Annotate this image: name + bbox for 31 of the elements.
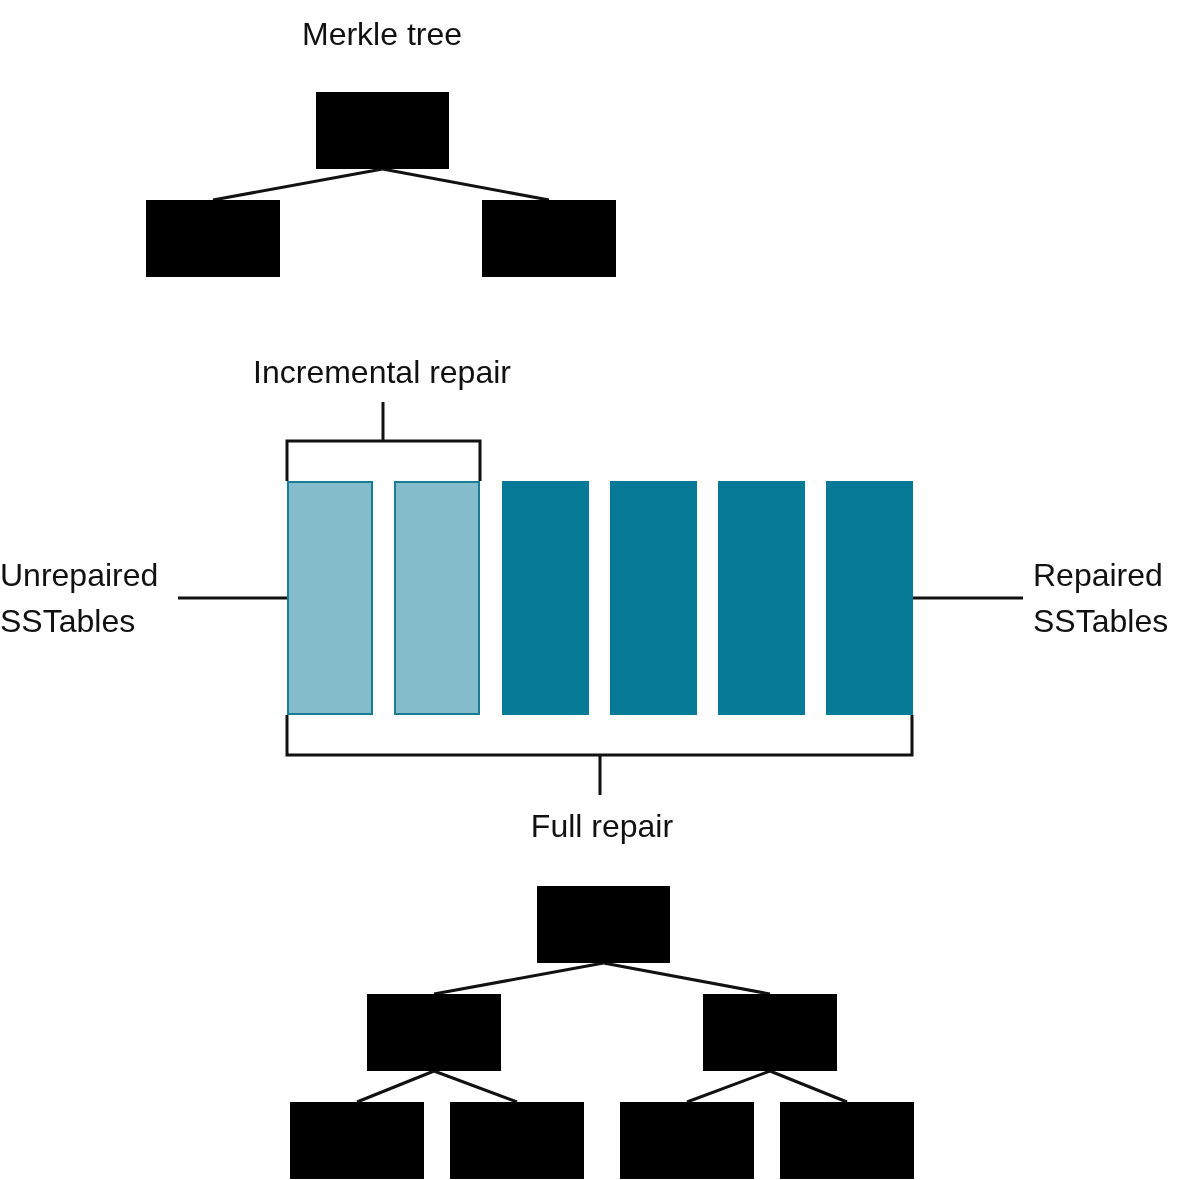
sstable-bar [394,481,480,715]
tree-edge [686,1069,771,1104]
tree-node [537,886,670,963]
leader-line [178,596,287,600]
tree-node [367,994,501,1071]
tree-edge [603,961,771,996]
bracket-label: Full repair [530,807,674,846]
tree-node [316,92,449,169]
tree-node [482,200,616,277]
sstable-bar [718,481,805,715]
tree-node [290,1102,424,1179]
sstable-bar [287,481,373,715]
leader-line [913,596,1023,600]
sstable-bar [610,481,697,715]
tree-edge [212,167,383,202]
sstable-bar [826,481,913,715]
sstable-label: Unrepaired SSTables [0,552,172,644]
tree-node [146,200,280,277]
tree-edge [769,1069,848,1104]
tree-node [703,994,837,1071]
tree-node [780,1102,914,1179]
sstable-bar [502,481,589,715]
tree-edge [433,961,604,996]
tree-edge [382,167,550,202]
tree-node [620,1102,754,1179]
tree-node [450,1102,584,1179]
tree-label: Merkle tree [302,15,462,54]
tree-edge [356,1069,435,1104]
tree-edge [433,1069,518,1104]
bracket-label: Incremental repair [253,353,511,392]
sstable-label: Repaired SSTables [1033,552,1193,644]
